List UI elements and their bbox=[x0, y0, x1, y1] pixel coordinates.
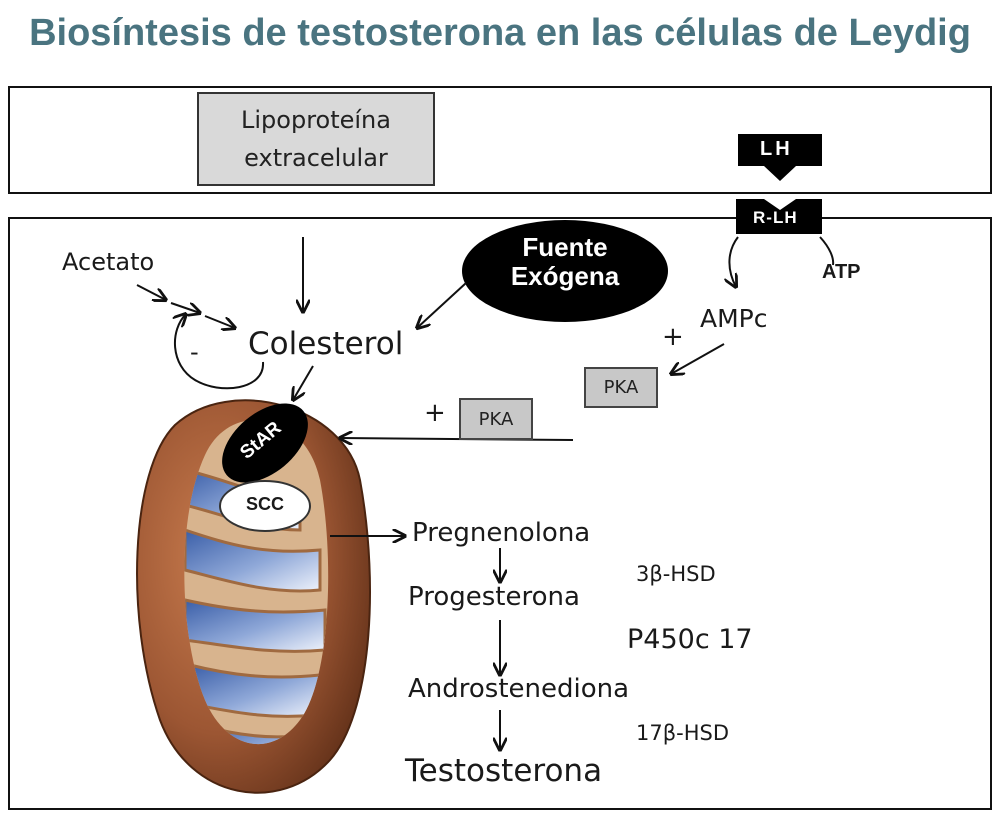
arrow-pka-to-mitochondrion bbox=[340, 438, 574, 440]
exogenous-line1: Fuente bbox=[522, 232, 608, 262]
pregnenolone-label: Pregnenolona bbox=[412, 518, 591, 548]
exogenous-line2: Exógena bbox=[510, 261, 620, 291]
arrow-cholesterol-to-mitochondrion bbox=[293, 365, 314, 400]
scc-enzyme-ellipse bbox=[219, 480, 311, 532]
lipoprotein-line1: Lipoproteína bbox=[241, 106, 391, 134]
arrow-negative-feedback bbox=[175, 314, 265, 390]
atp-label: ATP bbox=[822, 261, 861, 283]
scc-label: SCC bbox=[246, 494, 285, 514]
acetate-label: Acetato bbox=[62, 248, 155, 276]
arrow-acetate-1 bbox=[136, 284, 166, 300]
atp-curve bbox=[819, 236, 835, 266]
feedback-minus: - bbox=[190, 338, 199, 366]
lipoprotein-box: Lipoproteína extracelular bbox=[197, 92, 435, 186]
androstenedione-label: Androstenediona bbox=[408, 674, 630, 704]
pka-label-lower: PKA bbox=[478, 408, 514, 430]
lh-hormone bbox=[738, 134, 822, 181]
ampc-label: AMPc bbox=[700, 304, 768, 333]
page-title: Biosíntesis de testosterona en las célul… bbox=[29, 12, 971, 54]
progesterone-label: Progesterona bbox=[408, 582, 580, 612]
arrow-exogenous-to-cholesterol bbox=[417, 282, 467, 328]
arrow-acetate-2 bbox=[170, 302, 200, 313]
pka-box-lower: PKA bbox=[459, 398, 533, 440]
exogenous-source-ellipse bbox=[462, 220, 668, 322]
testosterone-label: Testosterona bbox=[405, 753, 603, 789]
lh-receptor bbox=[736, 199, 822, 234]
enzyme-17b-hsd: 17β-HSD bbox=[636, 721, 729, 745]
arrow-receptor-to-ampc bbox=[729, 236, 739, 287]
plus-pka: + bbox=[424, 398, 446, 428]
exogenous-label: Fuente Exógena bbox=[490, 233, 640, 291]
enzyme-p450c17: P450c 17 bbox=[627, 624, 753, 655]
lh-label: LH bbox=[760, 138, 793, 160]
extracellular-panel bbox=[8, 86, 992, 194]
pka-box-upper: PKA bbox=[584, 367, 658, 408]
enzyme-3b-hsd: 3β-HSD bbox=[636, 562, 716, 586]
plus-ampc: + bbox=[662, 322, 684, 352]
pka-label-upper: PKA bbox=[603, 377, 639, 398]
cholesterol-label: Colesterol bbox=[248, 326, 404, 362]
arrow-acetate-3 bbox=[204, 315, 235, 328]
arrow-ampc-to-pka bbox=[671, 343, 725, 374]
lipoprotein-line2: extracelular bbox=[244, 144, 388, 172]
star-protein-ellipse bbox=[222, 403, 308, 483]
receptor-label: R-LH bbox=[753, 208, 798, 227]
